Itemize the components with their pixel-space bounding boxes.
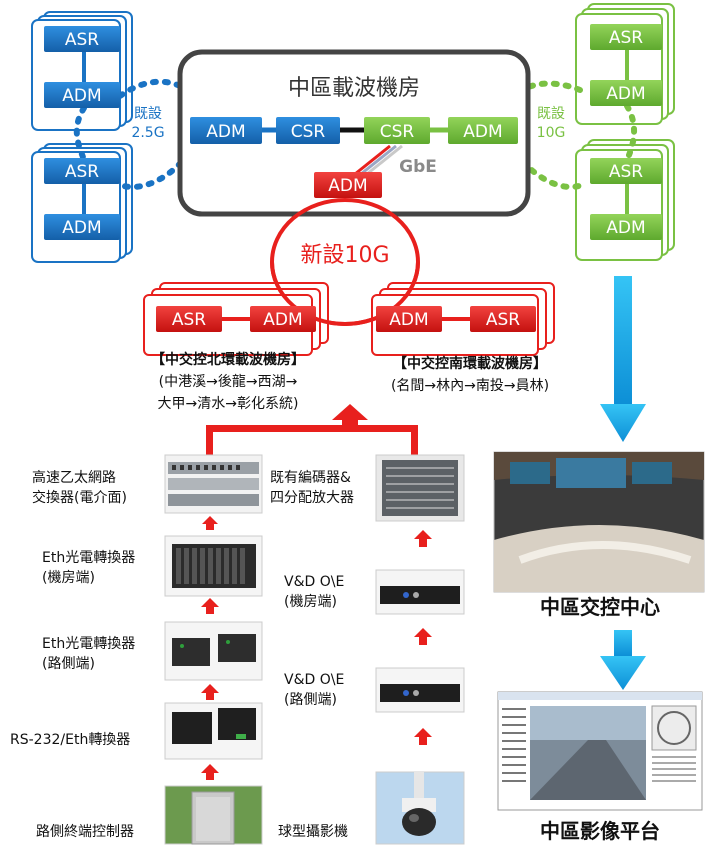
node-label: CSR [291,122,326,142]
image-platform-label: 中區影像平台 [540,819,660,843]
node-label: ADM [328,176,367,196]
south-room-route-1: (名間→林內→南投→員林) [391,378,549,394]
adm-box [590,214,662,240]
vd-room-label-1: V&D O\E [284,574,344,590]
eth-room-label-1: Eth光電轉換器 [42,550,135,566]
control-center-photo [493,451,705,593]
adm-box [448,117,518,144]
encoder-rack-photo [375,454,465,522]
node-label: ADM [606,218,645,238]
new-10g-ring-front [270,261,420,326]
existing-10g-label-2: 10G [537,125,566,141]
ethernet-switch-photo [164,454,263,514]
eth-room-label-2: (機房端) [42,570,95,586]
north-room-route-1: (中港溪→後龍→西湖→ [159,373,298,390]
node-label: ASR [172,310,206,330]
image-platform-screenshot [497,691,703,811]
node-labels: ASR ADM ASR ADM ASR ADM ASR ADM ADM CSR … [62,28,645,330]
center-room-frame [177,49,531,217]
vd-oe-roadside-photo [375,667,465,713]
encoder-label-2: 四分配放大器 [270,490,354,506]
node-label: ADM [263,310,302,330]
node-label: ASR [486,310,520,330]
adm-box [250,306,316,332]
adm-box [376,306,442,332]
adm-box [314,172,382,198]
right-chain-labels: 既有編碼器& 四分配放大器 V&D O\E (機房端) V&D O\E (路側端… [270,470,354,840]
node-label: ADM [206,122,245,142]
adm-box [44,214,120,240]
node-label: ADM [463,122,502,142]
south-room-title: 【中交控南環載波機房】 [393,355,547,372]
eth-converter-roadside-photo [164,621,263,681]
node-label: ADM [389,310,428,330]
eth-road-label-1: Eth光電轉換器 [42,636,135,652]
csr-box [276,117,340,144]
left-chain-arrows [201,516,219,780]
adm-box [590,80,662,106]
north-room-route-2: 大甲→清水→彰化系統) [158,395,299,412]
asr-box [470,306,536,332]
new-10g-label: 新設10G [300,243,389,268]
node-boxes [44,24,662,332]
node-label: ASR [65,30,99,50]
switch-label-1: 高速乙太網路 [32,469,116,486]
node-label: ADM [62,86,101,106]
node-label: ASR [609,28,643,48]
left-chain-labels: 高速乙太網路 交換器(電介面) Eth光電轉換器 (機房端) Eth光電轉換器 … [10,469,135,840]
gbe-label: GbE [399,157,437,177]
existing-2-5g-label-2: 2.5G [131,125,164,141]
control-center-label: 中區交控中心 [540,595,660,619]
vd-road-label-2: (路側端) [284,692,337,708]
roadside-controller-photo [164,785,263,845]
camera-label: 球型攝影機 [278,824,348,840]
adm-box [190,117,262,144]
center-room-title: 中區載波機房 [288,76,420,101]
dome-camera-photo [375,771,465,845]
vd-oe-room-photo [375,569,465,615]
right-chain-arrows [414,530,432,745]
rs232-label: RS-232/Eth轉換器 [10,732,130,748]
asr-box [590,24,662,50]
asr-box [44,26,120,52]
node-label: ADM [606,84,645,104]
adm-box [44,82,120,108]
vd-room-label-2: (機房端) [284,594,337,610]
vd-road-label-1: V&D O\E [284,672,344,688]
existing-10g-label-1: 既設 [537,106,565,122]
eth-converter-rack-photo [164,535,263,597]
switch-label-2: 交換器(電介面) [32,489,127,506]
asr-box [156,306,222,332]
node-label: ASR [609,162,643,182]
controller-label: 路側終端控制器 [36,824,134,840]
rs232-converter-photo [164,702,263,760]
node-label: CSR [380,122,415,142]
asr-box [44,158,120,184]
north-room-title: 【中交控北環載波機房】 [151,351,305,368]
csr-box [364,117,430,144]
eth-road-label-2: (路側端) [42,656,95,672]
uplink-connector [206,404,418,455]
node-label: ADM [62,218,101,238]
cyan-arrows [600,276,646,690]
existing-2-5g-label-1: 既設 [134,106,162,122]
node-label: ASR [65,162,99,182]
asr-box [590,158,662,184]
room-captions: 【中交控北環載波機房】 (中港溪→後龍→西湖→ 大甲→清水→彰化系統) 【中交控… [151,351,549,412]
encoder-label-1: 既有編碼器& [270,470,351,486]
